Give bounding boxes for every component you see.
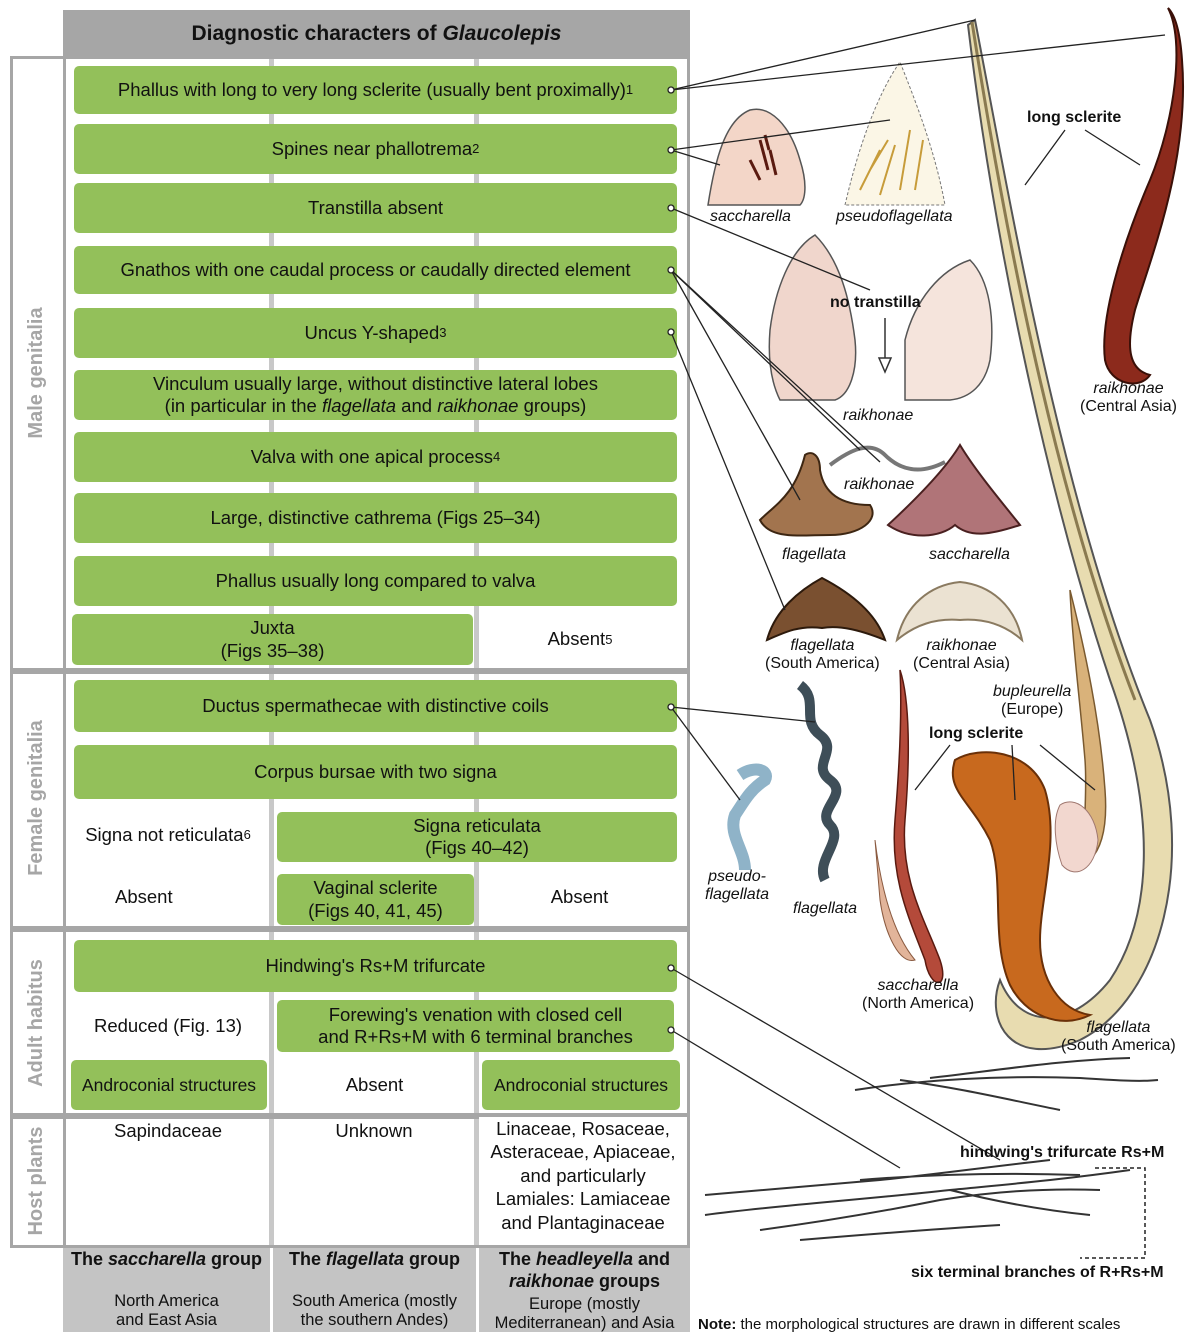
six-branches-bracket [1080,1168,1145,1258]
label-saccharella-spines: saccharella [710,208,791,226]
saccharella-phallus [894,670,943,983]
forewing-venation [705,1160,1130,1240]
label-saccharella-phallus: saccharella(North America) [862,977,974,1014]
label-hindwing: hindwing's trifurcate Rs+M [960,1144,1164,1162]
raikhonae-gnathos [830,448,945,470]
label-flagellata-ductus: flagellata [793,900,857,918]
label-raikhonae-valva: raikhonae [843,407,913,425]
raikhonae-sclerite [1104,8,1183,383]
label-raikhonae-top: raikhonae(Central Asia) [1080,380,1177,417]
label-saccharella-gnathos: saccharella [929,546,1010,564]
label-pseudoflagellata-ductus: pseudo-flagellata [705,868,769,905]
label-pseudoflagellata-spines: pseudoflagellata [836,208,953,226]
pseudoflagellata-spines-drawing [845,62,945,205]
raikhonae-uncus [897,582,1022,640]
saccharella-spines-drawing [708,109,805,205]
label-long-sclerite-mid: long sclerite [929,725,1023,743]
figure-note: Note: the morphological structures are d… [698,1316,1120,1333]
leader-dots [668,87,674,1033]
label-no-transtilla: no transtilla [830,294,921,312]
label-long-sclerite-top: long sclerite [1027,109,1121,127]
label-bupleurella: bupleurella(Europe) [993,683,1071,720]
label-raikhonae-uncus: raikhonae(Central Asia) [913,637,1010,674]
pseudoflagellata-ductus [733,770,766,870]
raikhonae-valva-right [905,260,992,400]
flagellata-ductus-coils [800,685,836,880]
label-six-branches: six terminal branches of R+Rs+M [911,1264,1164,1282]
label-flagellata-phallus: flagellata(South America) [1061,1019,1176,1056]
label-flagellata-gnathos: flagellata [782,546,846,564]
label-flagellata-uncus: flagellata(South America) [765,637,880,674]
label-raikhonae-gnathos: raikhonae [844,476,914,494]
